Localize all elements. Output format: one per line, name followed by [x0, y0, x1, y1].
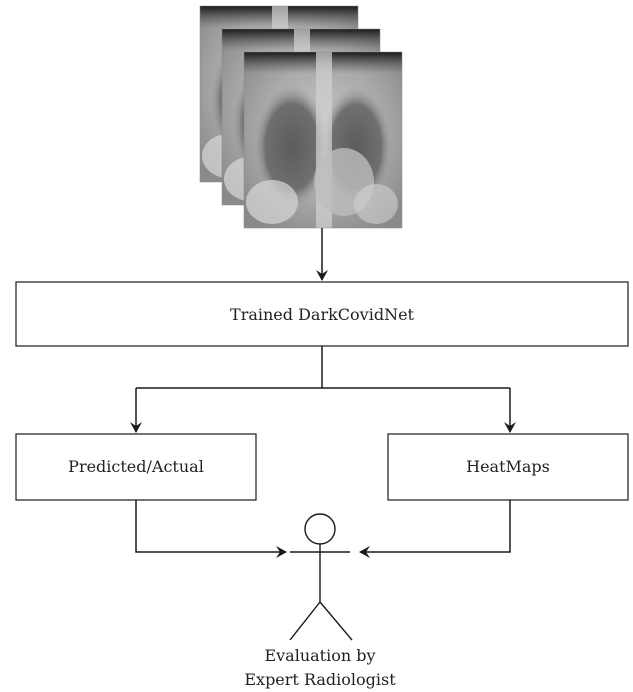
radiologist-figure-icon: [289, 513, 353, 641]
evaluator-caption-line2: Expert Radiologist: [244, 670, 396, 689]
split-connector: [130, 346, 516, 433]
model-node: Trained DarkCovidNet: [15, 281, 629, 347]
chest-xray-stack-icon: [199, 5, 403, 229]
predicted-actual-node: Predicted/Actual: [15, 433, 257, 501]
evaluator-caption-line1: Evaluation by: [264, 646, 375, 665]
model-label: Trained DarkCovidNet: [230, 305, 415, 324]
arrows-to-radiologist: [135, 500, 511, 558]
xray-image-front: [243, 51, 403, 229]
heatmaps-label: HeatMaps: [466, 457, 550, 476]
predicted-actual-label: Predicted/Actual: [68, 457, 204, 476]
heatmaps-node: HeatMaps: [387, 433, 629, 501]
